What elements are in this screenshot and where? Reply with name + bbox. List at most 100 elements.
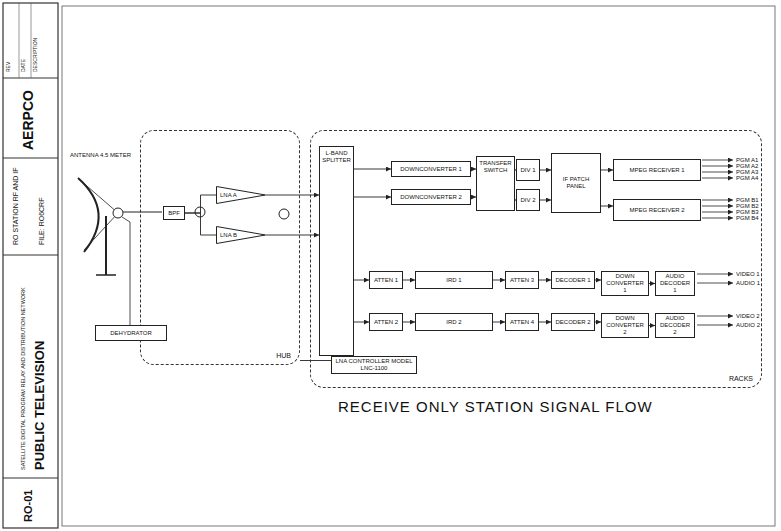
signal-line (185, 195, 216, 213)
output-line (702, 206, 733, 207)
box-label: DEHYDRATOR (110, 330, 151, 337)
output-line (702, 200, 733, 201)
signal-line (539, 322, 551, 323)
box-label: DECODER 1 (555, 277, 590, 284)
title-block-divider (3, 255, 58, 256)
title-block-divider (3, 78, 58, 79)
process-box: L-BAND SPLITTER (319, 146, 354, 356)
box-label: MPEG RECEIVER 1 (629, 167, 684, 174)
process-box: MPEG RECEIVER 1 (613, 159, 701, 181)
box-label: LNA A (220, 192, 237, 199)
title-block-text: DATE (21, 59, 27, 72)
box-label: AUDIO DECODER 1 (658, 273, 692, 293)
area-label: RACKS (729, 375, 753, 383)
box-label: IRD 1 (446, 277, 461, 284)
antenna-feed (113, 208, 123, 218)
box-label: AUDIO DECODER 2 (658, 315, 692, 335)
process-box: DOWNCONVERTER 1 (391, 161, 471, 177)
signal-line (354, 280, 369, 281)
process-box: AUDIO DECODER 1 (655, 271, 695, 296)
box-label: DECODER 2 (555, 319, 590, 326)
output-line (702, 218, 733, 219)
box-label: BPF (168, 210, 180, 217)
title-block-frame (3, 3, 58, 528)
amplifier-triangle: LNA B (216, 226, 266, 244)
signal-line (539, 280, 551, 281)
box-label: TRANSFER SWITCH (479, 160, 512, 173)
output-line (697, 274, 733, 275)
signal-line (601, 170, 613, 171)
signal-line (354, 322, 369, 323)
antenna-strut (84, 213, 118, 250)
output-line (702, 166, 733, 167)
signal-line (493, 280, 505, 281)
antenna-dish (78, 178, 99, 252)
output-line (697, 325, 733, 326)
box-label: ATTEN 4 (510, 319, 534, 326)
box-label: DOWNCONVERTER 2 (400, 194, 462, 201)
signal-line (493, 322, 505, 323)
process-box: IRD 1 (415, 271, 493, 289)
air-line (122, 217, 130, 325)
signal-line (403, 322, 415, 323)
box-label: DOWNCONVERTER 1 (400, 166, 462, 173)
signal-line (403, 280, 415, 281)
title-block-divider (3, 478, 58, 479)
signal-name: PGM A2 (736, 163, 758, 170)
box-label: IRD 2 (446, 319, 461, 326)
process-box: ATTEN 2 (369, 313, 403, 331)
antenna-base (96, 274, 116, 276)
title-block-text: RO-01 (22, 490, 34, 522)
box-label: LNA B (220, 232, 237, 239)
signal-line (266, 195, 319, 196)
process-box: ATTEN 1 (369, 271, 403, 289)
box-label: MPEG RECEIVER 2 (629, 207, 684, 214)
output-line (702, 172, 733, 173)
process-box: DOWN CONVERTER 1 (601, 271, 649, 296)
amplifier-triangle: LNA A (216, 186, 266, 204)
signal-line (354, 169, 391, 170)
signal-name: PGM B3 (736, 209, 759, 216)
signal-name: PGM B1 (736, 197, 759, 204)
box-label: ATTEN 3 (510, 277, 534, 284)
process-box: AUDIO DECODER 2 (655, 313, 695, 338)
process-box: LNA CONTROLLER MODEL LNC-1100 (331, 356, 417, 374)
title-block-divider (19, 3, 20, 78)
title-block-text: FILE: RO6CRF (38, 198, 46, 245)
process-box: IRD 2 (415, 313, 493, 331)
output-line (702, 160, 733, 161)
process-box: DOWNCONVERTER 2 (391, 189, 471, 205)
process-box: MPEG RECEIVER 2 (613, 199, 701, 221)
signal-line (300, 360, 331, 361)
box-label: IF PATCH PANEL (554, 176, 598, 189)
signal-name: VIDEO 1 (736, 271, 760, 278)
diagram-title: RECEIVE ONLY STATION SIGNAL FLOW (338, 398, 653, 415)
output-line (702, 212, 733, 213)
signal-line (266, 235, 319, 236)
process-box: ATTEN 4 (505, 313, 539, 331)
box-label: ATTEN 1 (374, 277, 398, 284)
box-label: L-BAND SPLITTER (322, 150, 351, 163)
signal-name: PGM A3 (736, 169, 758, 176)
signal-line (354, 197, 391, 198)
title-block-text: PUBLIC TELEVISION (33, 341, 47, 470)
title-block-text: SATELLITE DIGITAL PROGRAM RELAY AND DIST… (20, 287, 26, 470)
title-block-divider (3, 158, 58, 159)
process-box: DOWN CONVERTER 2 (601, 313, 649, 338)
drawing-border (62, 6, 775, 526)
process-box: BPF (163, 206, 185, 220)
process-box: DECODER 2 (551, 313, 595, 331)
process-box: DEHYDRATOR (95, 325, 167, 341)
signal-name: PGM A4 (736, 175, 758, 182)
process-box: DECODER 1 (551, 271, 595, 289)
equipment-area: RACKS L-BAND SPLITTER DOWNCONVERTER 1 DOWNC… (310, 130, 762, 388)
box-label: DOWN CONVERTER 1 (604, 273, 646, 293)
process-box: IF PATCH PANEL (551, 153, 601, 213)
signal-line (185, 213, 216, 235)
antenna-strut (80, 180, 118, 213)
box-label: ATTEN 2 (374, 319, 398, 326)
signal-line (540, 170, 551, 171)
box-label: LNA CONTROLLER MODEL LNC-1100 (334, 358, 414, 371)
